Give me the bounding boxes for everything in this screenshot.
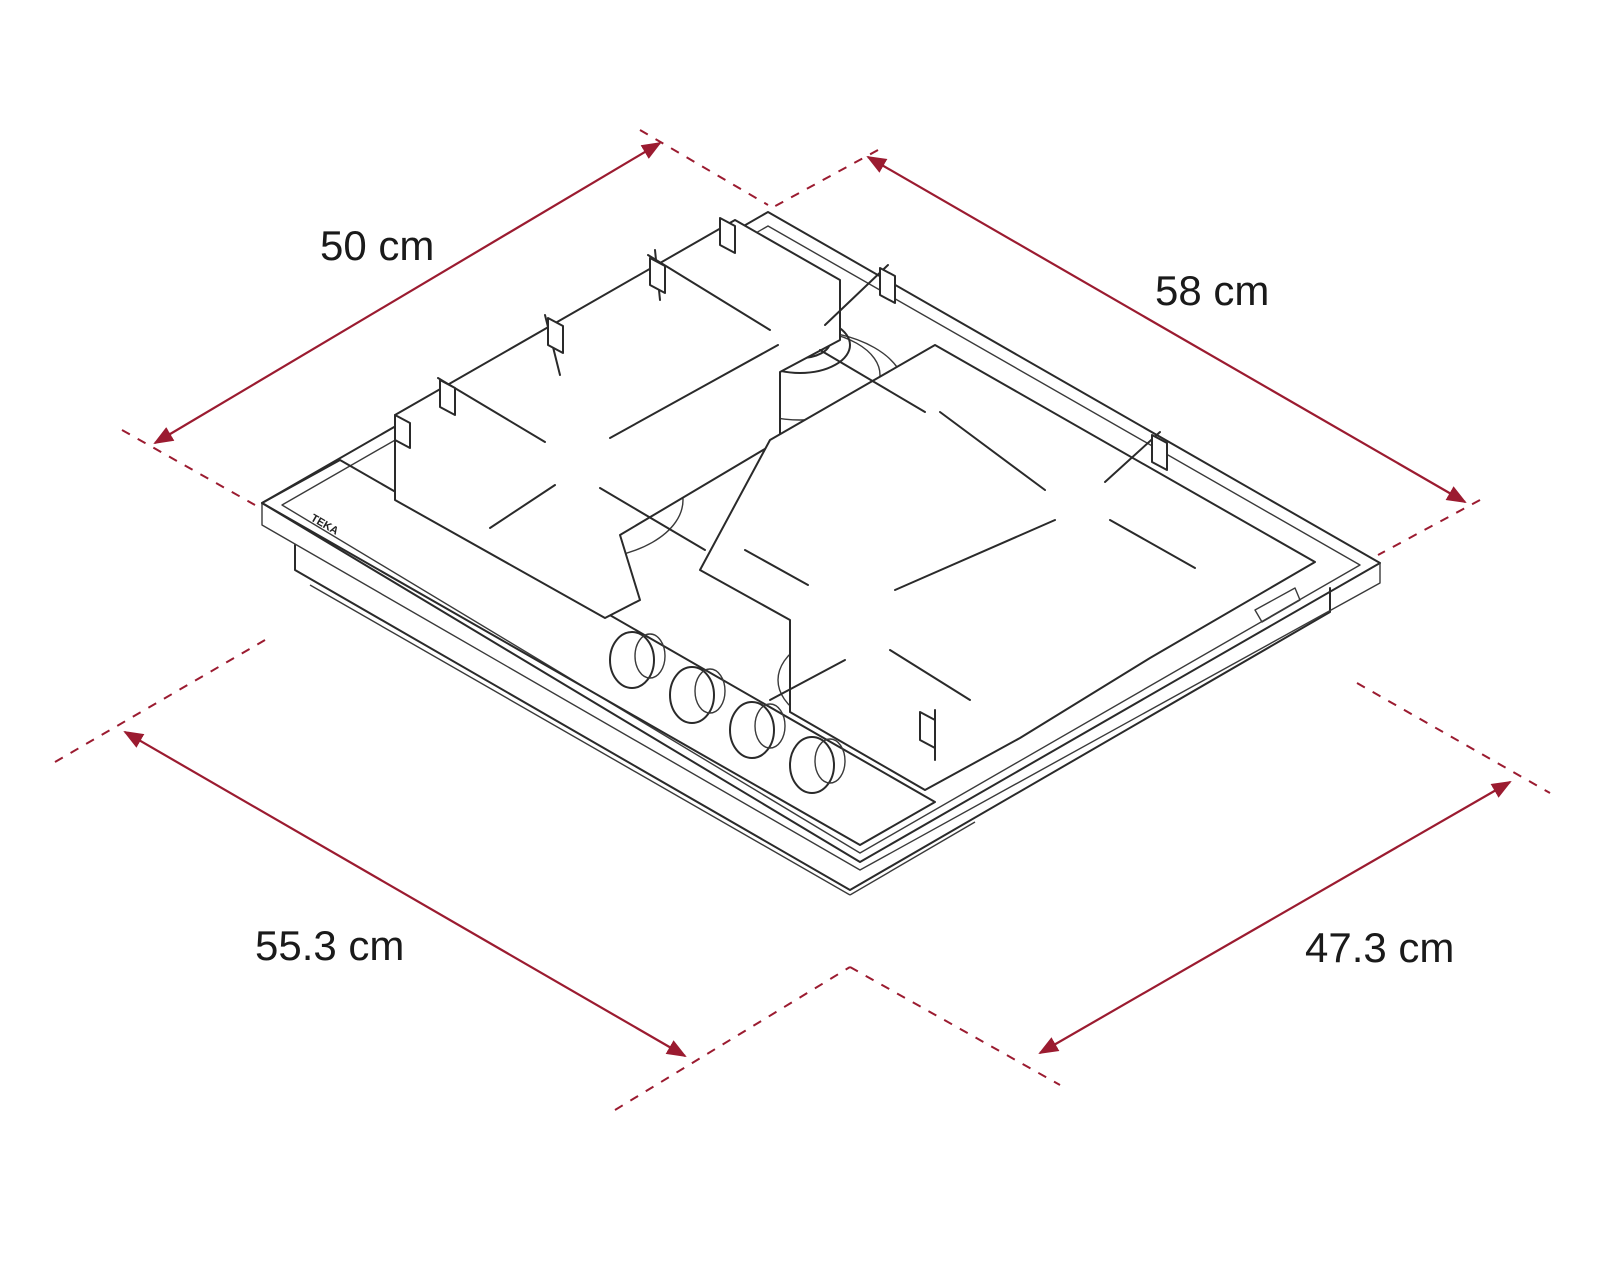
control-knobs — [609, 631, 846, 794]
cooktop-illustration: TEKA — [261, 211, 1381, 896]
extension-line — [1356, 682, 1551, 794]
dimension-line-cutout-depth — [1038, 781, 1512, 1054]
extension-line — [767, 149, 879, 211]
pan-supports — [394, 217, 1316, 791]
dimension-label-depth: 50 cm — [320, 222, 434, 269]
dimension-label-cutout-depth: 47.3 cm — [1305, 924, 1454, 971]
extension-line — [54, 639, 266, 763]
knob — [789, 736, 846, 794]
knob — [609, 631, 666, 689]
knob — [729, 701, 786, 759]
cooktop-body — [294, 544, 1331, 891]
extension-line — [121, 429, 256, 506]
knob — [669, 666, 726, 724]
extension-line — [849, 966, 1061, 1086]
dimension-line-width — [866, 156, 1467, 503]
dimension-label-cutout-width: 55.3 cm — [255, 922, 404, 969]
extension-line — [639, 129, 769, 206]
dimension-line-depth — [153, 141, 662, 445]
dimension-line-cutout-width — [123, 731, 687, 1057]
extension-line — [614, 966, 851, 1111]
dimension-lines — [54, 129, 1551, 1111]
extension-line — [1377, 499, 1481, 556]
dimension-label-width: 58 cm — [1155, 267, 1269, 314]
control-panel — [261, 459, 936, 846]
